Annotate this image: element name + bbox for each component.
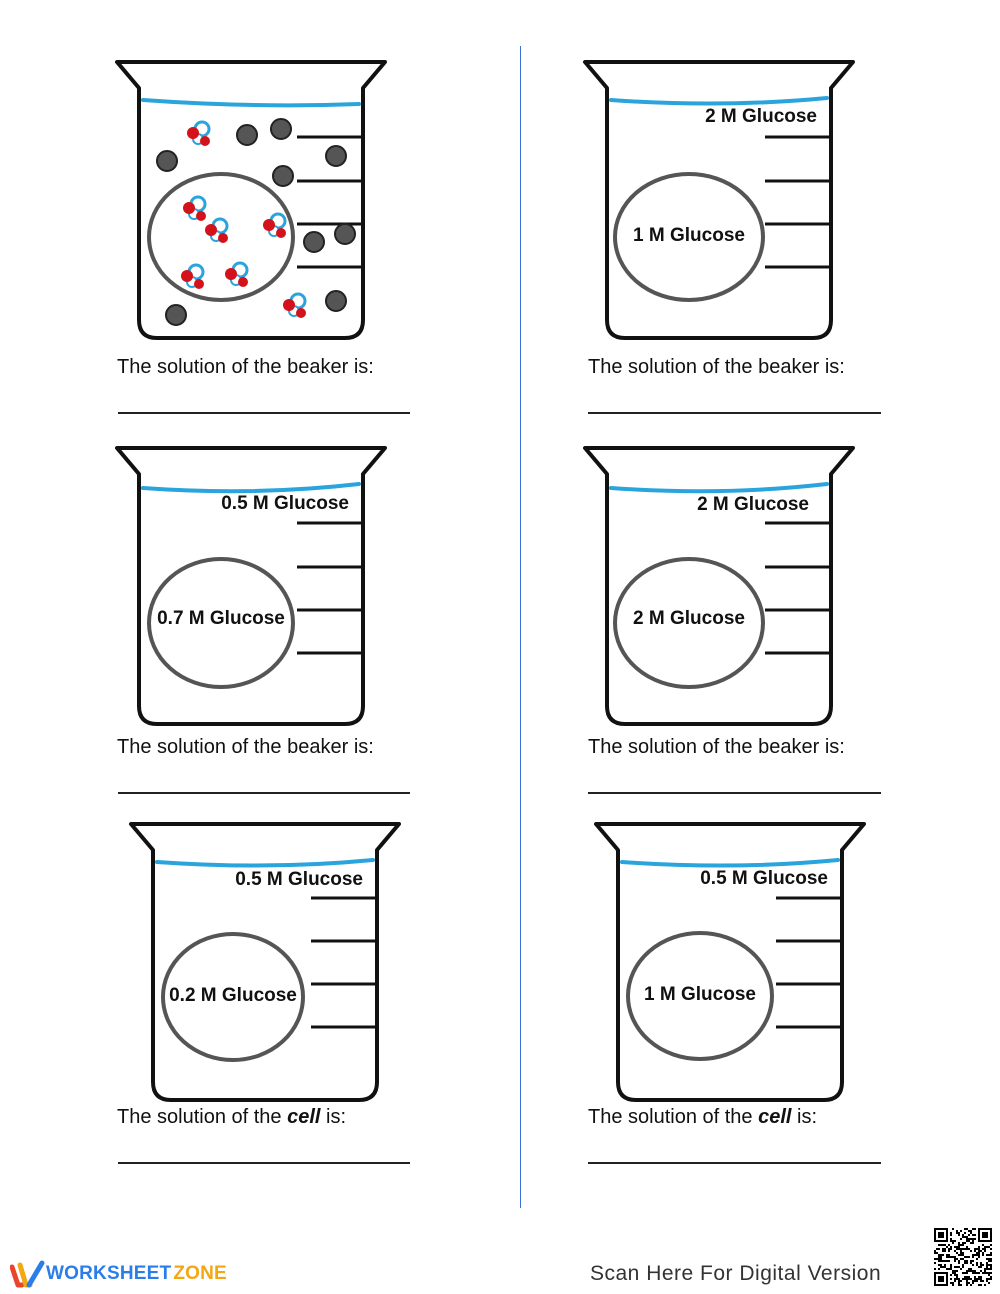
question-text: The solution of the cell is: — [117, 1106, 347, 1128]
question-text: The solution of the beaker is: — [588, 736, 845, 758]
question-subject: cell — [287, 1106, 321, 1128]
water-molecule — [187, 120, 211, 146]
question-subject: cell — [758, 1106, 792, 1128]
cell-membrane — [613, 557, 765, 689]
beaker-diagram: 2 M Glucose 2 M Glucose — [583, 446, 855, 726]
solute-particle — [272, 165, 294, 187]
beaker-diagram: 0.5 M Glucose 0.7 M Glucose — [115, 446, 387, 726]
water-molecule — [283, 292, 307, 318]
scan-instruction-text: Scan Here For Digital Version — [590, 1262, 882, 1285]
cell-solution-label: 1 M Glucose — [633, 225, 745, 246]
answer-line[interactable] — [118, 792, 410, 794]
answer-line[interactable] — [588, 792, 881, 794]
question-subject: beaker — [287, 736, 349, 758]
qr-code-icon[interactable] — [934, 1228, 992, 1286]
cell-solution-label: 2 M Glucose — [633, 608, 745, 629]
solute-particle — [270, 118, 292, 140]
water-molecule — [225, 261, 249, 287]
answer-line[interactable] — [118, 1162, 410, 1164]
solute-particle — [325, 145, 347, 167]
question-text: The solution of the beaker is: — [588, 356, 845, 378]
water-molecule — [181, 263, 205, 289]
cell-membrane — [147, 172, 295, 302]
answer-line[interactable] — [118, 412, 410, 414]
question-subject: beaker — [287, 356, 349, 378]
solute-particle — [303, 231, 325, 253]
question-text: The solution of the beaker is: — [117, 736, 374, 758]
question-subject: beaker — [758, 736, 820, 758]
water-molecules — [181, 120, 307, 318]
answer-line[interactable] — [588, 1162, 881, 1164]
beaker-solution-label: 0.5 M Glucose — [221, 493, 349, 514]
beaker-item-3: 0.5 M Glucose 0.7 M Glucose The solution… — [115, 444, 515, 824]
cell-solution-label: 0.2 M Glucose — [169, 985, 297, 1006]
cell-solution-label: 1 M Glucose — [644, 984, 756, 1005]
water-molecule — [263, 212, 287, 238]
beaker-diagram: 0.5 M Glucose 1 M Glucose — [594, 822, 866, 1102]
question-text: The solution of the cell is: — [588, 1106, 818, 1128]
beaker-diagram: 2 M Glucose 1 M Glucose — [583, 60, 855, 340]
beaker-item-4: 2 M Glucose 2 M Glucose The solution of … — [583, 444, 983, 824]
solute-particles — [156, 118, 356, 326]
beaker-item-5: 0.5 M Glucose 0.2 M Glucose The solution… — [117, 820, 529, 1200]
beaker-diagram: 0.5 M Glucose 0.2 M Glucose — [129, 822, 401, 1102]
worksheet-zone-logo-icon — [10, 1260, 45, 1288]
beaker-item-1: The solution of the beaker is: — [115, 58, 515, 438]
water-molecule — [205, 217, 229, 243]
cell-membrane — [626, 931, 774, 1061]
beaker-item-6: 0.5 M Glucose 1 M Glucose The solution o… — [588, 820, 994, 1200]
solute-particle — [156, 150, 178, 172]
solute-particle — [165, 304, 187, 326]
brand-text-part2: ZONE — [173, 1263, 227, 1284]
cell-membrane — [161, 932, 305, 1062]
question-text: The solution of the beaker is: — [117, 356, 374, 378]
worksheet-zone-logo[interactable]: WORKSHEET ZONE — [10, 1256, 227, 1292]
water-molecule — [183, 195, 207, 221]
beaker-solution-label: 0.5 M Glucose — [700, 868, 828, 889]
answer-line[interactable] — [588, 412, 881, 414]
cell-membrane — [147, 557, 295, 689]
solute-particle — [325, 290, 347, 312]
column-divider — [520, 46, 521, 1208]
beaker-solution-label: 2 M Glucose — [705, 106, 817, 127]
cell-membrane — [613, 172, 765, 302]
beaker-solution-label: 0.5 M Glucose — [235, 869, 363, 890]
brand-text-part1: WORKSHEET — [46, 1263, 172, 1284]
beaker-diagram-particles — [115, 60, 387, 340]
solute-particle — [334, 223, 356, 245]
beaker-item-2: 2 M Glucose 1 M Glucose The solution of … — [583, 58, 983, 438]
cell-solution-label: 0.7 M Glucose — [157, 608, 285, 629]
beaker-solution-label: 2 M Glucose — [697, 494, 809, 515]
solute-particle — [236, 124, 258, 146]
question-subject: beaker — [758, 356, 820, 378]
